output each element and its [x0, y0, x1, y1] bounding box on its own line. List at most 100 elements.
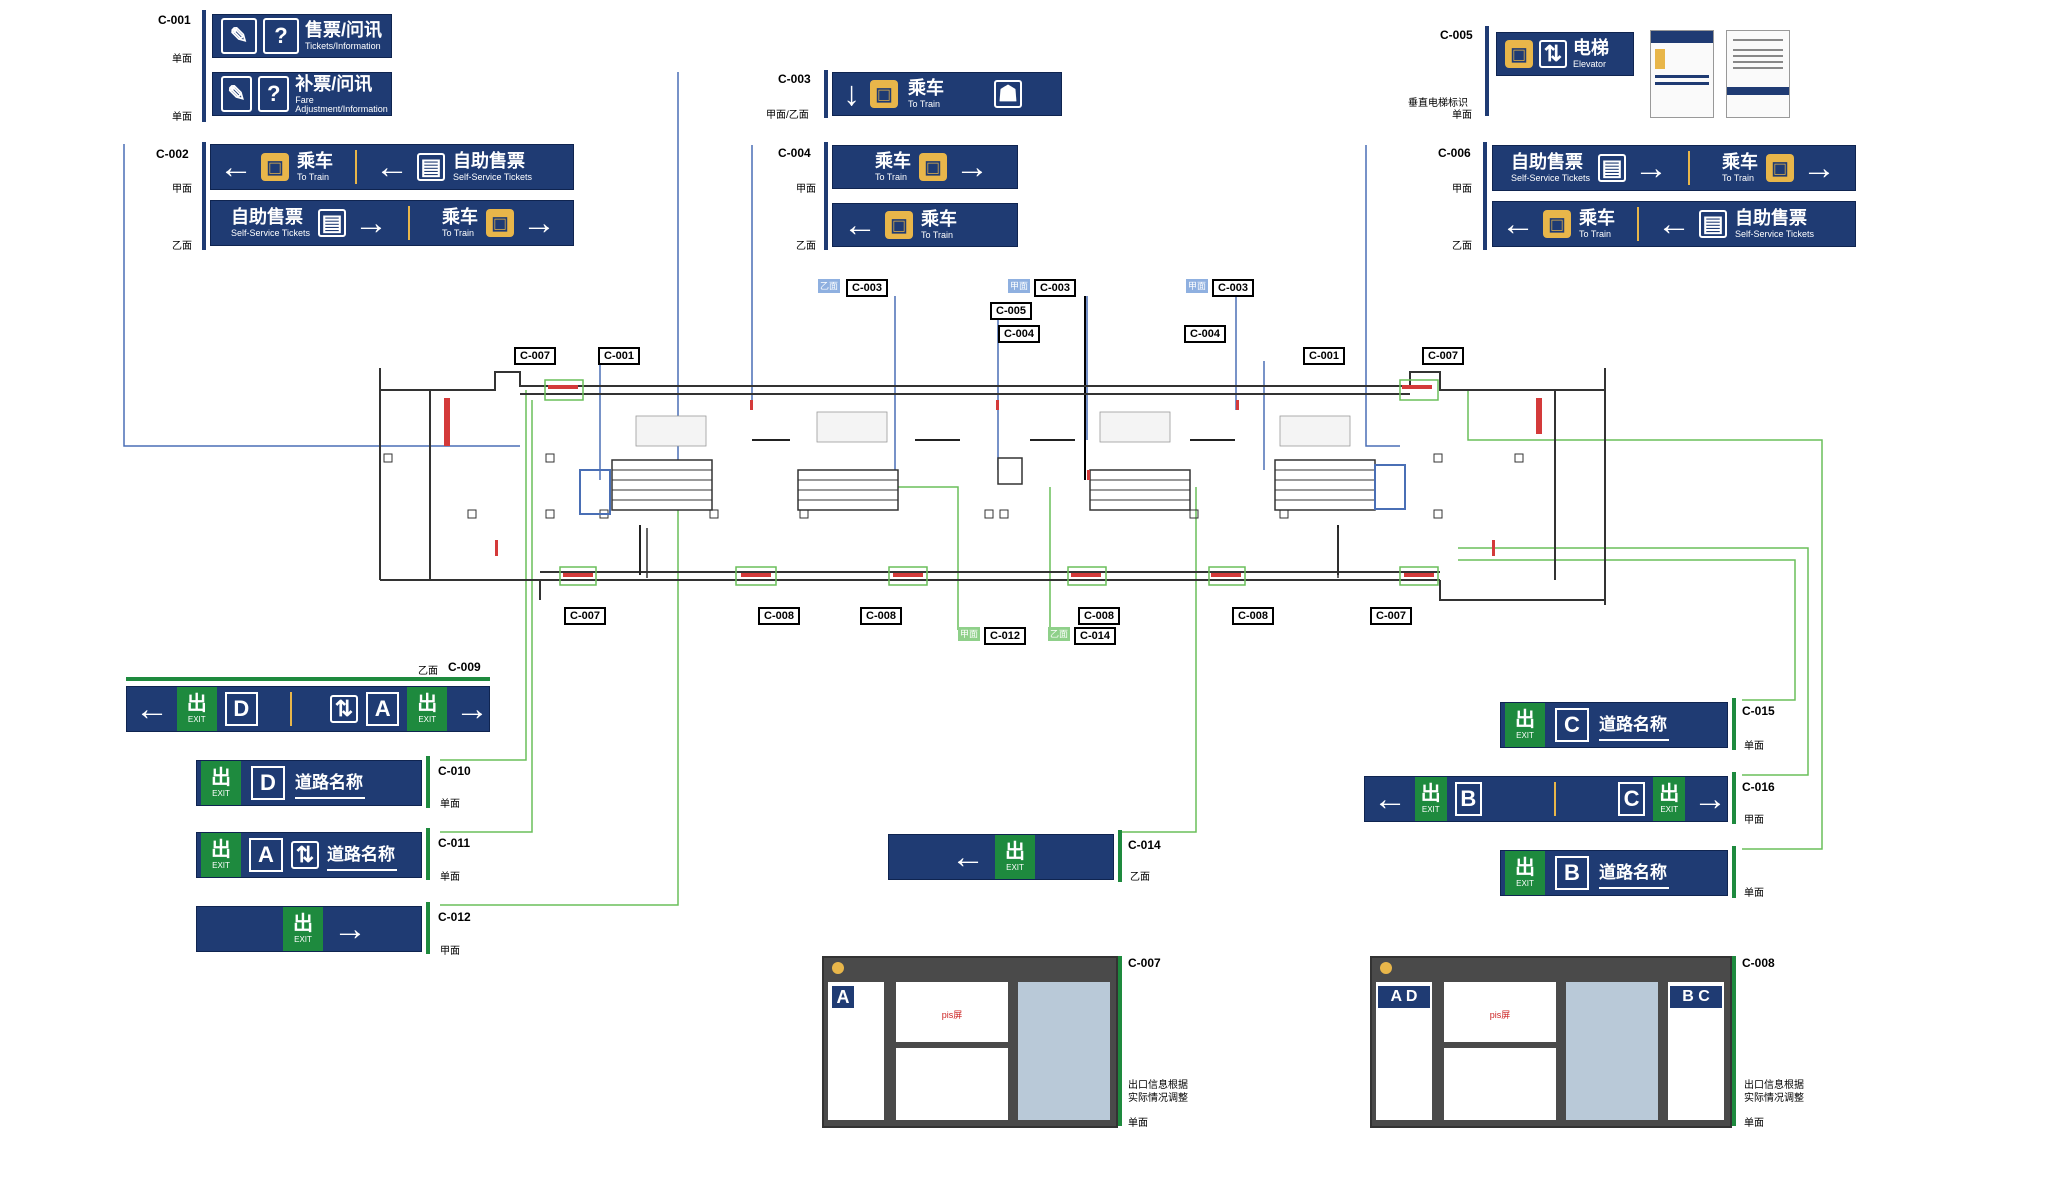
- c010-road: 道路名称: [295, 772, 363, 792]
- arrow-left-icon: ←: [135, 690, 169, 728]
- c002-a-left-zh: 乘车: [297, 151, 333, 171]
- train-icon: ▣: [919, 153, 947, 181]
- arrow-left-icon: ←: [951, 838, 985, 876]
- exit-en: EXIT: [1006, 863, 1024, 872]
- c012-bar: [426, 902, 430, 954]
- plan-face-jia-2: 甲面: [1186, 279, 1209, 293]
- c006-a-right-en: To Train: [1722, 173, 1755, 183]
- exit-zh: 出: [186, 693, 207, 715]
- plan-tag-c007-b: C-007: [1422, 347, 1464, 365]
- exit-b-letter: B: [1555, 856, 1589, 890]
- c016-code: C-016: [1742, 780, 1775, 794]
- road-underline: [1599, 738, 1669, 741]
- c002-face2: 乙面: [172, 241, 192, 252]
- c001-bar: [202, 10, 206, 122]
- c004-code: C-004: [778, 146, 811, 160]
- train-icon: ▣: [1766, 154, 1795, 182]
- separator: [408, 206, 411, 240]
- c006-a-right-zh: 乘车: [1722, 152, 1759, 172]
- c005-code: C-005: [1440, 28, 1473, 42]
- plan-tag-c007-c: C-007: [564, 607, 606, 625]
- c008-letters-right: B C: [1670, 986, 1722, 1008]
- exit-b-bar: [1732, 846, 1736, 898]
- road-underline: [327, 868, 397, 871]
- question-icon: ?: [263, 18, 299, 54]
- arrow-right-icon: →: [955, 148, 989, 186]
- arrow-left-icon: ←: [843, 206, 877, 244]
- c004-b-zh: 乘车: [921, 209, 957, 229]
- exit-en: EXIT: [1421, 805, 1440, 814]
- c002-b-left-en: Self-Service Tickets: [231, 228, 311, 238]
- c002-b-right-en: To Train: [442, 228, 475, 238]
- c006-b-right-zh: 自助售票: [1735, 208, 1807, 228]
- c004-face2: 乙面: [796, 241, 816, 252]
- c006-face1: 甲面: [1452, 184, 1472, 195]
- exit-zh: 出: [211, 839, 231, 861]
- separator: [1554, 782, 1556, 816]
- road-underline: [295, 796, 365, 799]
- exit-en: EXIT: [212, 861, 230, 870]
- c004-face1: 甲面: [796, 184, 816, 195]
- c009-code: C-009: [448, 660, 481, 674]
- train-icon: ▣: [885, 211, 913, 239]
- c007-notice: [896, 1048, 1008, 1120]
- c003-en: To Train: [908, 99, 941, 109]
- c015-face: 单面: [1744, 741, 1764, 752]
- plan-tag-c001-b: C-001: [1303, 347, 1345, 365]
- c008-info-panel: A D pis屏 B C: [1370, 956, 1732, 1128]
- c009-bar: [126, 677, 490, 681]
- train-icon: ▣: [1505, 40, 1533, 68]
- plan-tag-c008-b: C-008: [860, 607, 902, 625]
- c006-b-right-en: Self-Service Tickets: [1735, 229, 1815, 239]
- c011-face: 单面: [440, 872, 460, 883]
- c014-face: 乙面: [1130, 872, 1150, 883]
- c006-b-left-en: To Train: [1579, 229, 1612, 239]
- c005-en: Elevator: [1573, 59, 1607, 69]
- arrow-left-icon: ←: [1657, 205, 1691, 243]
- c008-notice: [1444, 1048, 1556, 1120]
- c001-row2-en: Fare Adjustment/Information: [295, 94, 388, 114]
- elevator-icon: ⇅: [1539, 40, 1567, 68]
- exit-zh: 出: [211, 767, 231, 789]
- plan-face-jia-3: 甲面: [958, 627, 981, 641]
- plan-face-yi-1: 乙面: [818, 279, 841, 293]
- separator: [355, 150, 357, 184]
- c001-code: C-001: [158, 13, 191, 27]
- elevator-notice-panel: [1726, 30, 1790, 118]
- ticket-machine-icon: ▤: [417, 153, 445, 181]
- c008-panel-note1: 出口信息根据: [1744, 1080, 1804, 1091]
- c008-exit-list-left: A D: [1376, 982, 1432, 1120]
- arrow-left-icon: ←: [1373, 780, 1407, 818]
- c004-bar: [824, 142, 828, 250]
- plan-tag-c007-a: C-007: [514, 347, 556, 365]
- plan-tag-c012: C-012: [984, 627, 1026, 645]
- c016-bar: [1732, 772, 1736, 824]
- plan-tag-c007-d: C-007: [1370, 607, 1412, 625]
- c007-map: [1018, 982, 1110, 1120]
- c007-panel-note1: 出口信息根据: [1128, 1080, 1188, 1091]
- c008-letters-left: A D: [1378, 986, 1430, 1008]
- elevator-icon: ⇅: [330, 695, 358, 723]
- c008-panel-bar: [1732, 956, 1736, 1126]
- train-icon: ▣: [261, 153, 289, 181]
- c002-face1: 甲面: [172, 184, 192, 195]
- c016-letter2: C: [1617, 782, 1646, 816]
- elevator-floor-panel: [1650, 30, 1714, 118]
- c008-panel-face: 单面: [1744, 1118, 1764, 1129]
- elevator-icon: ⇅: [291, 841, 319, 869]
- c006-b-left-zh: 乘车: [1579, 208, 1615, 228]
- train-icon: ▣: [1543, 210, 1571, 238]
- c011-code: C-011: [438, 836, 471, 850]
- c009-letter1: D: [224, 692, 259, 726]
